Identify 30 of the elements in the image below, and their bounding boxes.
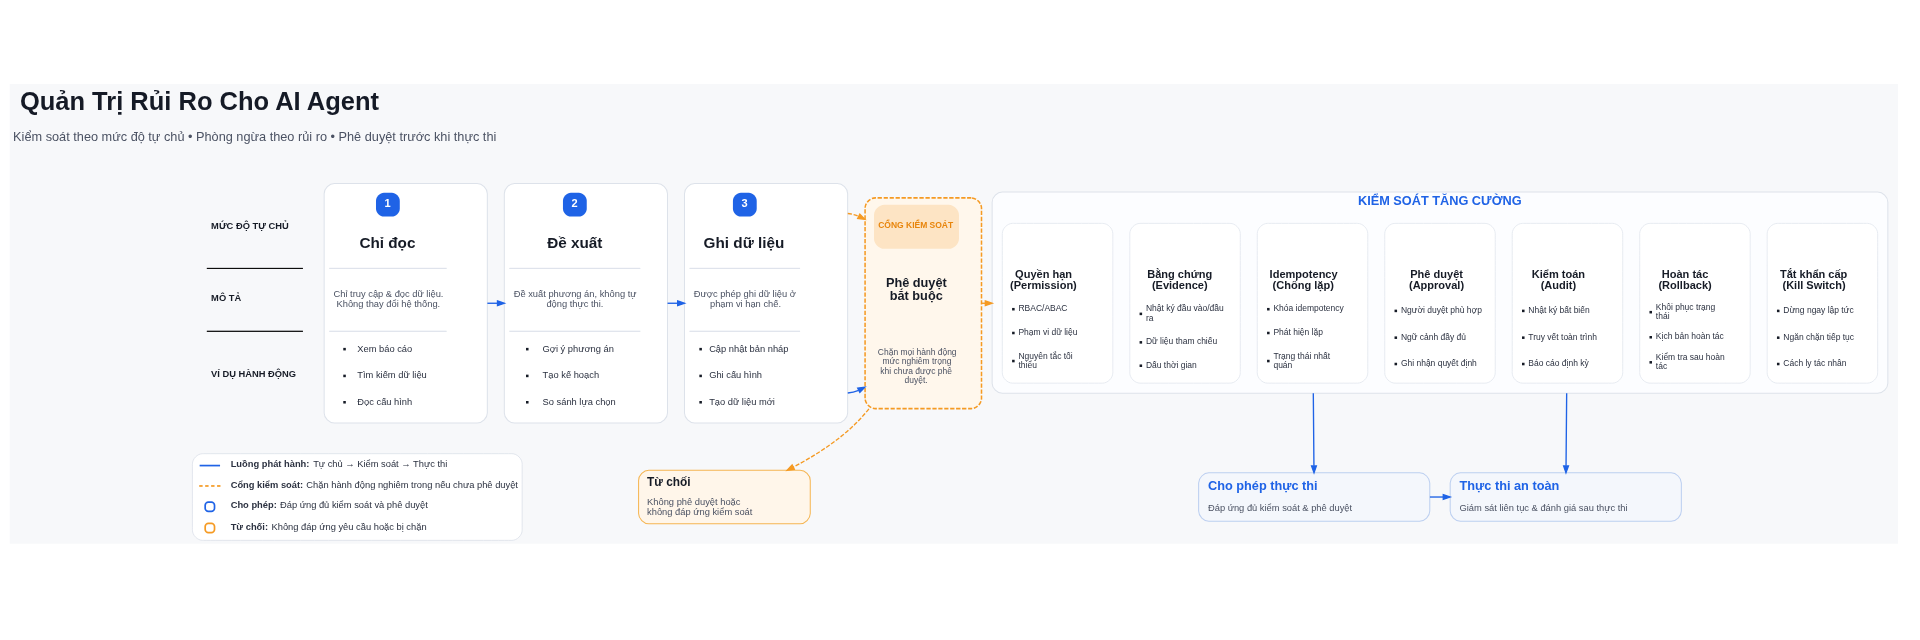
arrow	[980, 299, 995, 307]
label: MỨC ĐỘ TỰ CHỦ	[211, 221, 289, 232]
node-box: Idempotency (Chống lặp) Khóa idempotency Phát hiện lặp Trạng thái nhất quán	[1256, 222, 1369, 384]
node-box: Tắt khẩn cấp (Kill Switch) Dừng ngay lập tức Ngăn chặn tiếp tục Cách ly tác nhân	[1766, 222, 1879, 384]
node-box: Cho phép thực thi Đáp ứng đủ kiểm soát & phê duyệt	[1198, 472, 1431, 522]
node-box: Từ chối Không phê duyệt hoặc không đáp ứng kiểm soát	[638, 469, 811, 525]
arrow	[1562, 392, 1570, 475]
legend-label: Luồng phát hành: Tự chủ → Kiểm soát → Thực thi	[230, 459, 448, 470]
arrow	[847, 386, 867, 394]
node-box: 2 Đề xuất Đề xuất phương án, không tự động thực thi. Gợi ý phương án Tạo kế hoạch So sánh lựa chọn	[503, 182, 668, 424]
legend-label: Cổng kiểm soát: Chặn hành động nghiêm trong nếu chưa phê duyệt	[230, 479, 518, 490]
node-box: Phê duyệt (Approval) Người duyệt phù hợp Ngữ cảnh đầy đủ Ghi nhận quyết định	[1384, 222, 1496, 384]
arrow	[1429, 493, 1453, 501]
diagram-title: Quản Trị Rủi Ro Cho AI Agent	[19, 87, 380, 116]
node-box: Kiểm toán (Audit) Nhật ký bất biến Truy vết toàn trình Báo cáo định kỳ	[1511, 222, 1624, 384]
legend-label: Từ chối: Không đáp ứng yêu cầu hoặc bị chặn	[230, 521, 427, 532]
legend-label: Cho phép: Đáp ứng đủ kiểm soát và phê duyệt	[230, 500, 428, 511]
node-box: Hoàn tác (Rollback) Khôi phục trạng thái Kịch bản hoàn tác Kiểm tra sau hoàn tác	[1639, 222, 1751, 384]
node-box: 3 Ghi dữ liệu Được phép ghi dữ liệu ở phạm vi hạn chế. Cập nhật bản nháp Ghi cấu hình Tạo dữ liệu mới	[683, 182, 849, 424]
arrow	[785, 408, 870, 472]
arrow	[1310, 392, 1318, 475]
node-box: 1 Chỉ đọc Chỉ truy cập & đọc dữ liệu. Không thay đổi hệ thống. Xem báo cáo Tìm kiếm dữ liệu Đọc cấu hình	[323, 182, 488, 424]
node-box: Thực thi an toàn Giám sát liên tục & đánh giá sau thực thi	[1449, 472, 1682, 522]
node-box: Bằng chứng (Evidence) Nhật ký đầu vào/đầu ra Dữ liệu tham chiếu Dấu thời gian	[1129, 222, 1241, 384]
label: VÍ DỤ HÀNH ĐỘNG	[211, 369, 297, 380]
node-box: Quyền hạn (Permission) RBAC/ABAC Phạm vi dữ liệu Nguyên tắc tối thiểu	[1001, 222, 1114, 384]
arrow	[847, 212, 867, 221]
node-box: CỔNG KIỂM SOÁT Phê duyệt bắt buộc Chặn mọi hành động mức nghiêm trọng khi chưa được phê duyệt.	[864, 197, 983, 410]
label: Kiểm soát theo mức độ tự chủ • Phòng ngừa theo rủi ro • Phê duyệt trước khi thực thi	[13, 128, 497, 144]
label: MÔ TẢ	[211, 293, 242, 304]
